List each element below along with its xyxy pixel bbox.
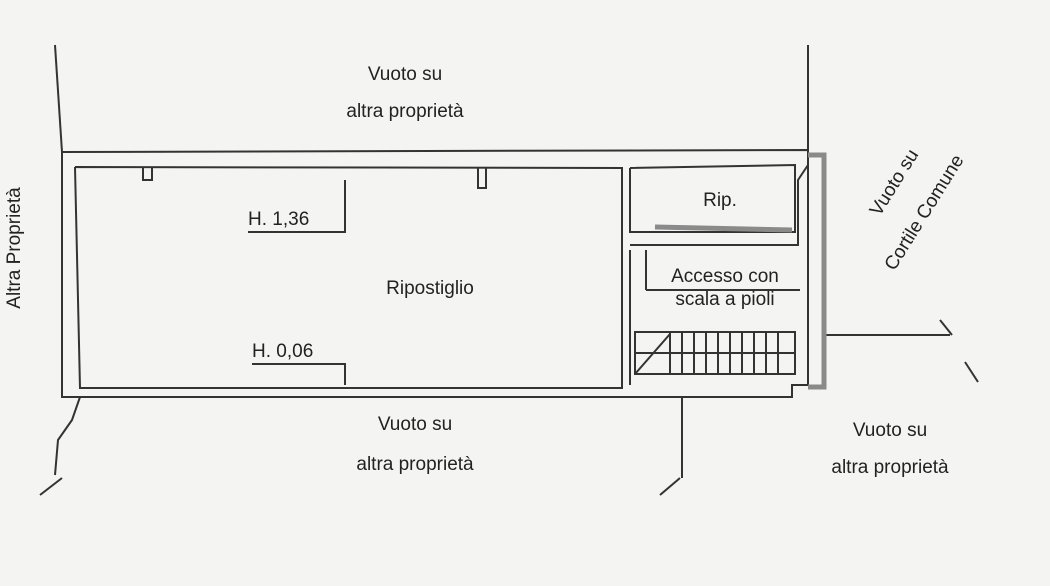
- bottom-right-label-line2: altra proprietà: [831, 457, 949, 478]
- room-main-label: Ripostiglio: [386, 278, 474, 299]
- room-small-label: Rip.: [703, 190, 737, 211]
- access-label-line1: Accesso con: [671, 266, 779, 287]
- top-label-line1: Vuoto su: [367, 64, 443, 85]
- bottom-right-label-line1: Vuoto su: [852, 420, 928, 441]
- height-low-label: H. 0,06: [252, 341, 314, 362]
- height-high-label: H. 1,36: [248, 209, 310, 230]
- left-label: Altra Proprietà: [4, 187, 25, 309]
- access-label-line2: scala a pioli: [675, 289, 775, 310]
- bottom-label-line1: Vuoto su: [377, 414, 453, 435]
- bottom-label-line2: altra proprietà: [356, 454, 474, 475]
- top-label-line2: altra proprietà: [346, 101, 464, 122]
